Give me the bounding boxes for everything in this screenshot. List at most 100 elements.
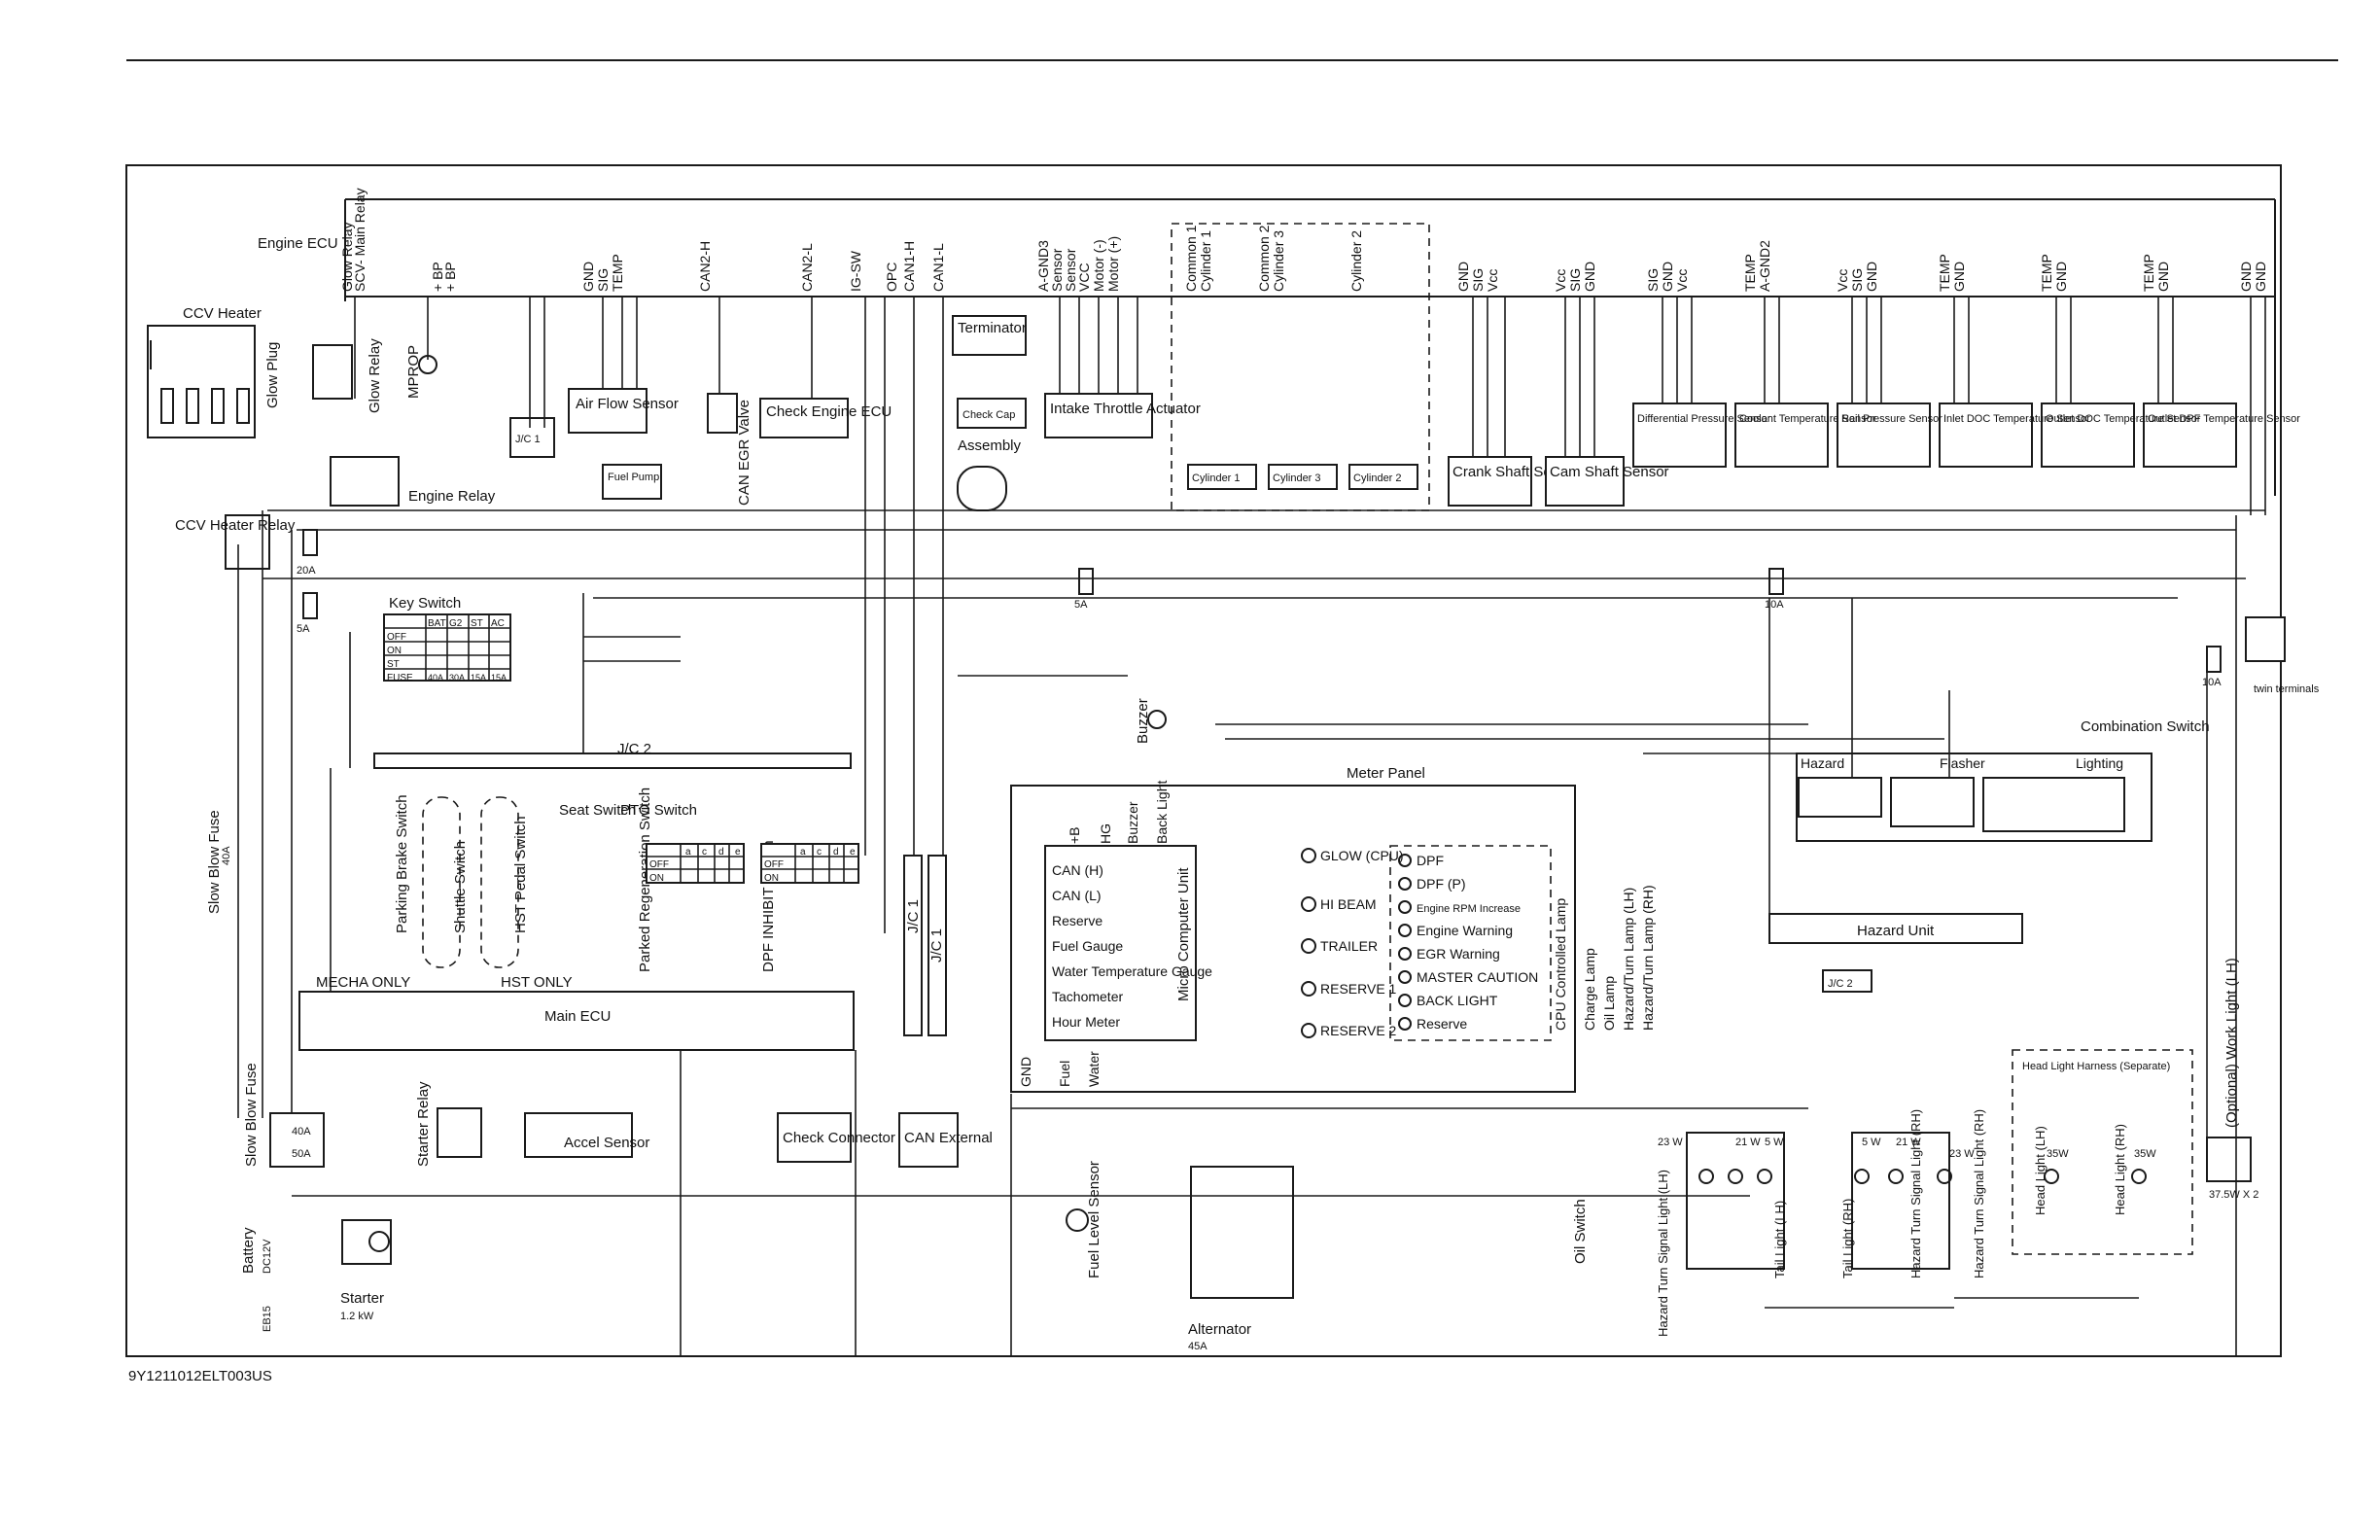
engine-ecu-title: Engine ECU (258, 235, 338, 252)
cpu-lamp-icon (1398, 877, 1412, 891)
side-lamp-label: Charge Lamp (1582, 948, 1597, 1031)
jc1-right-label: J/C 1 (928, 928, 945, 962)
switch-table-col: d (833, 847, 839, 858)
glow-relay (312, 344, 353, 400)
diagram-id: 9Y1211012ELT003US (128, 1368, 272, 1384)
coolant-temperature-sensor (1734, 402, 1829, 468)
cylinder-2-label: Cylinder 2 (1353, 472, 1402, 484)
ecu-pin-label: SIG (1645, 268, 1661, 292)
cpu-lamp-box (1389, 845, 1552, 1041)
ecu-pin-label: Glow Relay (339, 222, 355, 292)
terminator (952, 315, 1027, 356)
head-light-harness-label: Head Light Harness (Separate) (2022, 1061, 2170, 1072)
check-connector (777, 1112, 852, 1163)
combination-switch-grid (1798, 777, 2125, 832)
accel-sensor (524, 1112, 633, 1158)
fuse-5a-top-label: 5A (297, 623, 310, 635)
cpu-lamp-icon (1398, 947, 1412, 961)
ecu-pin-label: TEMP (610, 254, 625, 292)
ecu-pin-label: CAN2-H (697, 241, 713, 292)
work-light-rating: 37.5W X 2 (2209, 1189, 2258, 1201)
side-lamp-label: Hazard/Turn Lamp (LH) (1621, 888, 1636, 1031)
ecu-pin-label: GND (1951, 262, 1967, 292)
cpu-lamp-label: DPF (P) (1417, 876, 1466, 892)
intake-throttle-actuator (1044, 393, 1153, 438)
fuse-10a-mid (1768, 568, 1784, 595)
ecu-pin-label: SIG (1567, 268, 1583, 292)
rail-pressure-sensor (1837, 402, 1931, 468)
switch-table-on: ON (649, 873, 664, 884)
key-switch-row: ST (387, 659, 400, 670)
cam-shaft-sensor-label: Cam Shaft Sensor (1550, 464, 1669, 480)
indicator-label: HI BEAM (1320, 896, 1377, 912)
combo-hazard-title: Hazard (1801, 755, 1844, 771)
fuse-5a-mid (1078, 568, 1094, 595)
ecu-pin-label: SIG (595, 268, 611, 292)
switch-table-col: c (817, 847, 822, 858)
bulb-icon (2044, 1169, 2059, 1184)
ecu-pin-label: + BP (442, 262, 458, 292)
key-switch-header: BAT (428, 618, 446, 629)
parked-regen-table (646, 843, 745, 884)
dpf-inhibit-table (760, 843, 859, 884)
engine-relay-label: Engine Relay (408, 488, 496, 505)
key-switch-title: Key Switch (389, 595, 461, 612)
ecu-pin-label: A-GND2 (1757, 240, 1772, 292)
engine-ecu: Engine ECU (258, 198, 2276, 511)
ecu-pin-label: GND (1660, 262, 1675, 292)
can-egr-valve (707, 393, 738, 434)
differential-pressure-sensor (1632, 402, 1727, 468)
key-switch-fuse: 15A (471, 673, 486, 682)
pto-switch-label: PTO Switch (620, 802, 697, 819)
slow-blow-40a: 40A (292, 1126, 311, 1138)
ecu-pin-label: CAN1-H (901, 241, 917, 292)
ccv-heater: CCV Heater (147, 305, 262, 438)
ecu-pin-label: Vcc (1835, 269, 1850, 292)
work-light (2206, 1137, 2252, 1182)
cylinder-3 (1268, 464, 1338, 490)
parking-brake-switch-label: Parking Brake Switch (394, 794, 410, 933)
meter-bottom-label: Water (1086, 1051, 1102, 1087)
key-switch-fuse: 15A (491, 673, 507, 682)
ecu-pin-label: Common 1 (1183, 225, 1199, 292)
check-engine-ecu-label: Check Engine ECU (766, 403, 892, 420)
key-switch-fuse: 40A (428, 673, 443, 682)
ecu-pin-label: VCC (1076, 262, 1092, 292)
cylinder-2 (1348, 464, 1418, 490)
indicator-label: GLOW (CPU) (1320, 848, 1404, 863)
buzzer-symbol (1147, 710, 1167, 729)
slow-blow-fuse-lower-label: Slow Blow Fuse (243, 1063, 260, 1167)
cam-shaft-sensor (1545, 456, 1625, 507)
key-switch-header: ST (471, 618, 483, 629)
intake-throttle-actuator-label: Intake Throttle Actuator (1050, 401, 1201, 417)
turn-signal-rh-label: Hazard Turn Signal Light (RH) (1972, 1109, 1986, 1278)
cylinder-1 (1187, 464, 1257, 490)
watt-23-rh: 23 W (1949, 1148, 1975, 1160)
svg-text:Inlet DOC Temperature Sensor: Inlet DOC Temperature Sensor (1943, 413, 2090, 425)
cpu-lamp-label: Engine RPM Increase (1417, 903, 1521, 915)
starter-relay-label: Starter Relay (415, 1081, 432, 1167)
ecu-pin-label: Cylinder 2 (1348, 230, 1364, 292)
head-light-rh-label: Head Light (RH) (2113, 1124, 2127, 1215)
combo-flasher-title: Flasher (1940, 755, 1985, 771)
jc1-small (509, 417, 555, 458)
ecu-pin-label: SCV- Main Relay (352, 188, 368, 292)
cpu-lamp-label: Engine Warning (1417, 923, 1513, 938)
side-lamp-label: Oil Lamp (1601, 976, 1617, 1031)
hst-pedal-switch-label: HST Pedal Switch (512, 816, 529, 933)
switch-table-off: OFF (649, 859, 669, 870)
switch-table-col: a (685, 847, 691, 858)
bulb-icon (1757, 1169, 1772, 1184)
cpu-lamp-icon (1398, 1017, 1412, 1031)
bulb-icon (1854, 1169, 1870, 1184)
ecu-pin-label: GND (2053, 262, 2069, 292)
indicator-lamp-icon (1301, 896, 1316, 912)
watt-35-lh: 35W (2047, 1148, 2069, 1160)
meter-top-label: Back Light (1154, 781, 1170, 844)
check-connector-label: Check Connector (783, 1130, 895, 1146)
